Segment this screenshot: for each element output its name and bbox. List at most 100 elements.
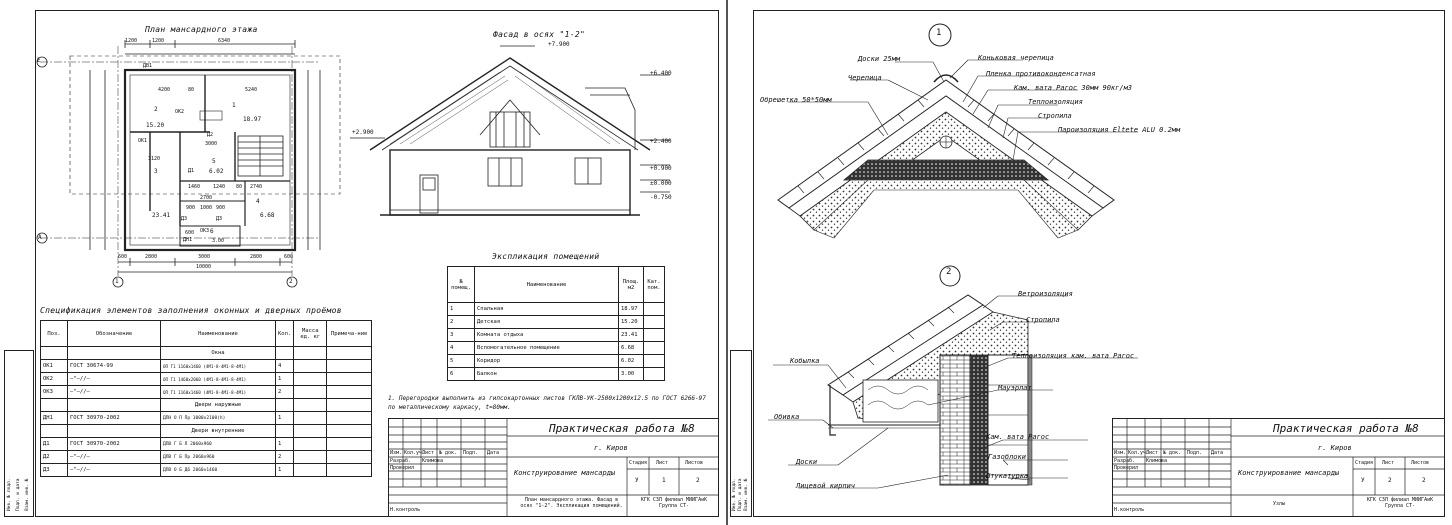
level-mark: ±0.000	[650, 180, 672, 187]
cell: ДН1	[40, 411, 68, 425]
side-label: Взам. инв. №	[744, 478, 749, 511]
cell: 2	[274, 450, 295, 464]
cell: 1	[274, 437, 295, 451]
room-area: 18.97	[243, 116, 262, 123]
cell: Вспомогательное помещение	[474, 341, 619, 355]
developed-label: Разраб.	[390, 458, 412, 464]
callout-label: Мауэрлат	[998, 384, 1032, 392]
spec-title: Спецификация элементов заполнения оконны…	[40, 306, 342, 315]
side-label: Подп. и дата	[738, 478, 743, 511]
teacher-name: Климова	[1146, 458, 1168, 464]
room-area: 3.00	[212, 238, 225, 244]
plan-inner-dim: 3120	[148, 156, 161, 162]
plan-inner-dim: 3000	[205, 141, 218, 147]
plan-dim: 2800	[145, 254, 158, 260]
cell	[643, 341, 665, 355]
cell: 2	[274, 385, 295, 399]
door-mark: Д3	[181, 216, 188, 222]
subject: Конструирование мансарды	[514, 469, 616, 477]
callout-label: Газоблоки	[988, 453, 1026, 461]
callout-label: Ветроизоляция	[1018, 290, 1073, 298]
cell: Комната отдыха	[474, 328, 619, 342]
room-number: 4	[256, 198, 260, 205]
cell: ГОСТ 30970-2002	[67, 411, 161, 425]
cell: 1	[274, 372, 295, 386]
sheet-divider	[726, 0, 728, 525]
col-label: Дата	[487, 450, 500, 456]
checked-label: Проверил	[1114, 465, 1139, 471]
col-label: Лист	[422, 450, 435, 456]
level-mark: +2.900	[352, 129, 374, 136]
door-mark: Д3	[216, 216, 223, 222]
checked-label: Проверил	[390, 465, 415, 471]
plan-inner-dim: 1240	[213, 184, 226, 190]
room-area: 6.02	[209, 168, 224, 175]
cell: ОП Г1 1460x2060 (4М1-8-4М1-8-4М1)	[160, 372, 276, 386]
room-number: 5	[212, 158, 216, 165]
callout-label: Кам. вата Рагос 30мм 90кг/м3	[1014, 84, 1133, 92]
plan-inner-dim: 900	[216, 205, 226, 211]
plan-dim: 600	[118, 254, 128, 260]
plan-inner-dim: 4200	[158, 87, 171, 93]
plan-dim: 600	[284, 254, 294, 260]
cell: ОП Г1 1160x1460 (4М1-8-4М1-8-4М1)	[160, 359, 276, 373]
cell: 18.97	[618, 302, 644, 316]
callout-label: Доски	[796, 458, 818, 466]
cell: ДПВ Г Б Л 2060x960	[160, 437, 276, 451]
sheet-frame	[35, 10, 719, 517]
callout-label: Черепица	[848, 74, 882, 82]
title-block: Практическая работа №8 г. Киров Конструи…	[388, 418, 719, 517]
subject: Конструирование мансарды	[1238, 469, 1340, 477]
plan-inner-dim: 80	[188, 87, 195, 93]
room-area: 23.41	[152, 212, 171, 219]
plan-inner-dim: 80	[236, 184, 243, 190]
cell: ОК3	[40, 385, 68, 399]
level-mark: +0.900	[650, 165, 672, 172]
sheets-value: 2	[1422, 477, 1426, 484]
level-mark: +6.400	[650, 70, 672, 77]
callout-label: Теплоизоляция кам. вата Рагос	[1012, 352, 1135, 360]
cell	[643, 354, 665, 368]
cell: 2	[447, 315, 475, 329]
floor-plan-drawing	[36, 40, 341, 288]
cell: ГОСТ 30970-2002	[67, 437, 161, 451]
spec-header: Примеча-ние	[326, 320, 372, 347]
cell: —"—//—	[67, 450, 161, 464]
callout-label: Обрешетка 50*50мм	[760, 96, 832, 104]
sheet-content: План мансардного этажа. Фасад в осях "1-…	[520, 497, 623, 509]
cell	[643, 315, 665, 329]
side-label: Инв. № подл.	[732, 478, 737, 511]
cell: ДПВ Г Б Пр 2060x960	[160, 450, 276, 464]
drawing-sheet-1: Инв. № подл. Подп. и дата Взам. инв. № П…	[4, 10, 719, 517]
plan-title: План мансардного этажа	[145, 25, 258, 34]
col-label: Кол.уч.	[1128, 450, 1150, 456]
plan-inner-dim: 2700	[200, 195, 213, 201]
room-number: 1	[232, 102, 236, 109]
sheet-value: 2	[1388, 477, 1392, 484]
facade-drawing	[350, 45, 670, 216]
spec-group: Окна	[160, 346, 276, 360]
work-title: Практическая работа №8	[549, 422, 695, 435]
cell: 5	[447, 354, 475, 368]
col-label: Подп.	[463, 450, 479, 456]
table-row: ОК2—"—//—ОП Г1 1460x2060 (4М1-8-4М1-8-4М…	[40, 372, 372, 386]
node-1-number: 1	[936, 28, 942, 38]
spec-table: Поз. Обозначение Наименование Кол. Масса…	[40, 320, 372, 477]
plan-inner-dim: 5240	[245, 87, 258, 93]
col-label: Изм.	[1114, 450, 1127, 456]
cell: ДПН О П Пр 1000x2100(h)	[160, 411, 276, 425]
sheet-content: Узлы	[1273, 501, 1286, 507]
cell: 3	[447, 328, 475, 342]
level-mark: +2.400	[650, 138, 672, 145]
cell: 6	[447, 367, 475, 381]
cell: Д3	[40, 463, 68, 477]
table-row: ОК3—"—//—ОП Г1 1160x1460 (4М1-8-4М1-8-4М…	[40, 385, 372, 399]
callout-label: Кобылка	[790, 357, 820, 365]
callout-label: Стропила	[1038, 112, 1072, 120]
cell: Балкон	[474, 367, 619, 381]
